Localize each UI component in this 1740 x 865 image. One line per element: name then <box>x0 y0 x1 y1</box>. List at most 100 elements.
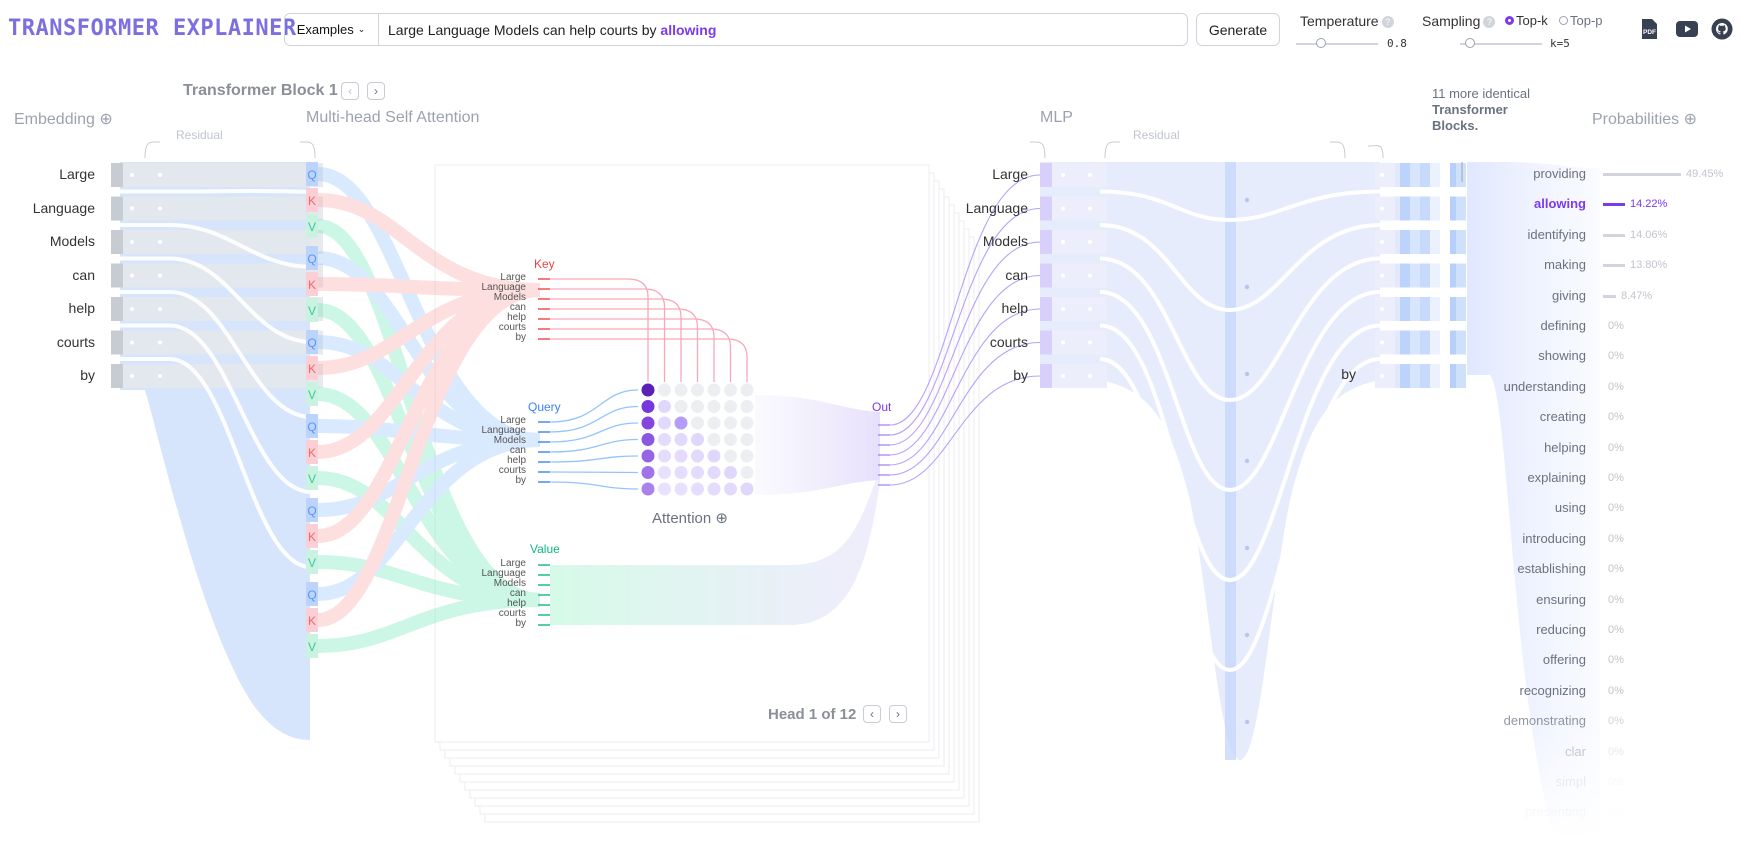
final-block-cell <box>1456 196 1466 221</box>
embedding-vector <box>123 196 323 221</box>
attention-cell <box>724 400 737 413</box>
attention-cell <box>707 416 721 430</box>
prob-value: 0% <box>1608 380 1624 393</box>
mlp-output-cell <box>1375 163 1395 187</box>
final-block-cell <box>1400 196 1410 221</box>
prob-word[interactable]: introducing <box>1522 530 1586 546</box>
qkv-cell <box>306 608 318 632</box>
mlp-output-cell <box>1375 230 1395 254</box>
prob-word[interactable]: establishing <box>1517 561 1586 577</box>
embedding-cell <box>111 163 123 187</box>
qkv-flow <box>317 555 541 607</box>
attention-cell <box>707 482 721 496</box>
radio-topp[interactable]: Top-p <box>1559 13 1603 28</box>
attention-cell <box>658 482 671 496</box>
flow-separator <box>1099 189 1381 223</box>
attention-cell <box>740 416 754 430</box>
qkv-letter: V <box>308 388 316 402</box>
key-wire <box>550 288 666 382</box>
probabilities-title[interactable]: Probabilities ⊕ <box>1592 109 1697 129</box>
zoom-in-icon[interactable]: ⊕ <box>99 111 113 128</box>
prob-value: 0% <box>1608 532 1624 545</box>
zoom-in-icon[interactable]: ⊕ <box>715 510 728 527</box>
final-block-cell <box>1456 364 1466 388</box>
out-wire <box>889 375 1041 486</box>
app-logo[interactable]: TRANSFORMER EXPLAINER <box>8 16 297 41</box>
final-block-cell <box>1410 297 1420 321</box>
embedding-vector <box>123 330 323 355</box>
help-icon[interactable]: ? <box>1381 16 1394 28</box>
pdf-icon[interactable]: PDF <box>1638 18 1660 40</box>
prob-word[interactable]: helping <box>1544 439 1586 455</box>
examples-dropdown[interactable]: Examples ⌄ <box>284 13 379 46</box>
out-wire <box>889 207 1041 436</box>
final-block-cell <box>1430 330 1440 355</box>
embedding-title[interactable]: Embedding ⊕ <box>14 109 113 129</box>
prob-word[interactable]: identifying <box>1527 226 1586 242</box>
attention-cell <box>724 383 737 397</box>
attention-cell <box>674 449 688 463</box>
zoom-in-icon[interactable]: ⊕ <box>1683 111 1698 128</box>
prob-word[interactable]: making <box>1544 257 1586 273</box>
prob-word[interactable]: understanding <box>1503 378 1586 394</box>
help-icon[interactable]: ? <box>1483 16 1496 28</box>
attention-out-flow <box>755 395 880 495</box>
prob-word[interactable]: using <box>1554 500 1586 516</box>
final-block-cell <box>1410 196 1420 221</box>
prob-word[interactable]: explaining <box>1527 470 1586 485</box>
attention-cell <box>658 466 671 479</box>
prob-word[interactable]: creating <box>1539 409 1586 425</box>
final-block-cell <box>1420 263 1430 288</box>
qkv-cell <box>306 330 318 354</box>
radio-topp-dot[interactable] <box>1559 16 1568 25</box>
qkv-cell <box>306 188 318 212</box>
temperature-slider[interactable] <box>1296 43 1378 45</box>
radio-topk-label: Top-k <box>1516 13 1548 28</box>
probability-fade <box>1480 720 1740 865</box>
radio-topk-dot[interactable] <box>1505 16 1514 25</box>
attention-cell <box>674 400 688 413</box>
prob-word[interactable]: allowing <box>1534 196 1586 212</box>
generate-button[interactable]: Generate <box>1196 13 1280 46</box>
chevron-left-icon[interactable]: ‹ <box>341 82 359 100</box>
attention-matrix-title[interactable]: Attention ⊕ <box>652 509 728 527</box>
attention-cell <box>707 383 721 397</box>
qkv-flow <box>317 335 541 447</box>
sampling-slider[interactable] <box>1460 43 1542 45</box>
sampling-slider-thumb[interactable] <box>1464 38 1475 48</box>
examples-label: Examples <box>296 22 354 37</box>
chevron-right-icon[interactable]: › <box>367 82 385 100</box>
out-wire <box>889 308 1041 466</box>
chevron-left-icon[interactable]: ‹ <box>863 705 881 723</box>
value-token: Language <box>481 568 527 579</box>
value-token: help <box>507 598 526 609</box>
embedding-cell <box>111 297 123 321</box>
chevron-right-icon[interactable]: › <box>889 705 907 723</box>
qkv-letter: K <box>308 278 316 292</box>
prob-value: 0% <box>1608 350 1624 363</box>
key-wire <box>550 308 699 382</box>
attention-cell <box>658 416 671 430</box>
qkv-letter: Q <box>307 252 316 266</box>
residual-label: Residual <box>176 128 223 142</box>
mlp-flow <box>1040 162 1380 760</box>
key-wire <box>550 338 748 382</box>
prob-word[interactable]: offering <box>1542 652 1586 668</box>
prob-word[interactable]: ensuring <box>1536 591 1586 607</box>
github-icon[interactable] <box>1711 18 1733 40</box>
radio-topk[interactable]: Top-k <box>1505 13 1548 28</box>
prob-word[interactable]: giving <box>1552 287 1586 303</box>
prob-word[interactable]: providing <box>1533 166 1586 181</box>
prompt-input[interactable]: Large Language Models can help courts by… <box>388 22 716 38</box>
prob-word[interactable]: showing <box>1538 348 1586 364</box>
prob-word[interactable]: defining <box>1540 318 1586 333</box>
temperature-slider-thumb[interactable] <box>1315 38 1326 48</box>
attention-cell <box>691 466 704 479</box>
qkv-letter: K <box>308 194 316 208</box>
youtube-icon[interactable] <box>1676 18 1698 40</box>
prob-word[interactable]: reducing <box>1536 622 1586 637</box>
qkv-cell <box>306 214 318 238</box>
prob-word[interactable]: recognizing <box>1519 682 1587 698</box>
out-label: Out <box>872 400 892 414</box>
attention-cell <box>724 449 737 463</box>
